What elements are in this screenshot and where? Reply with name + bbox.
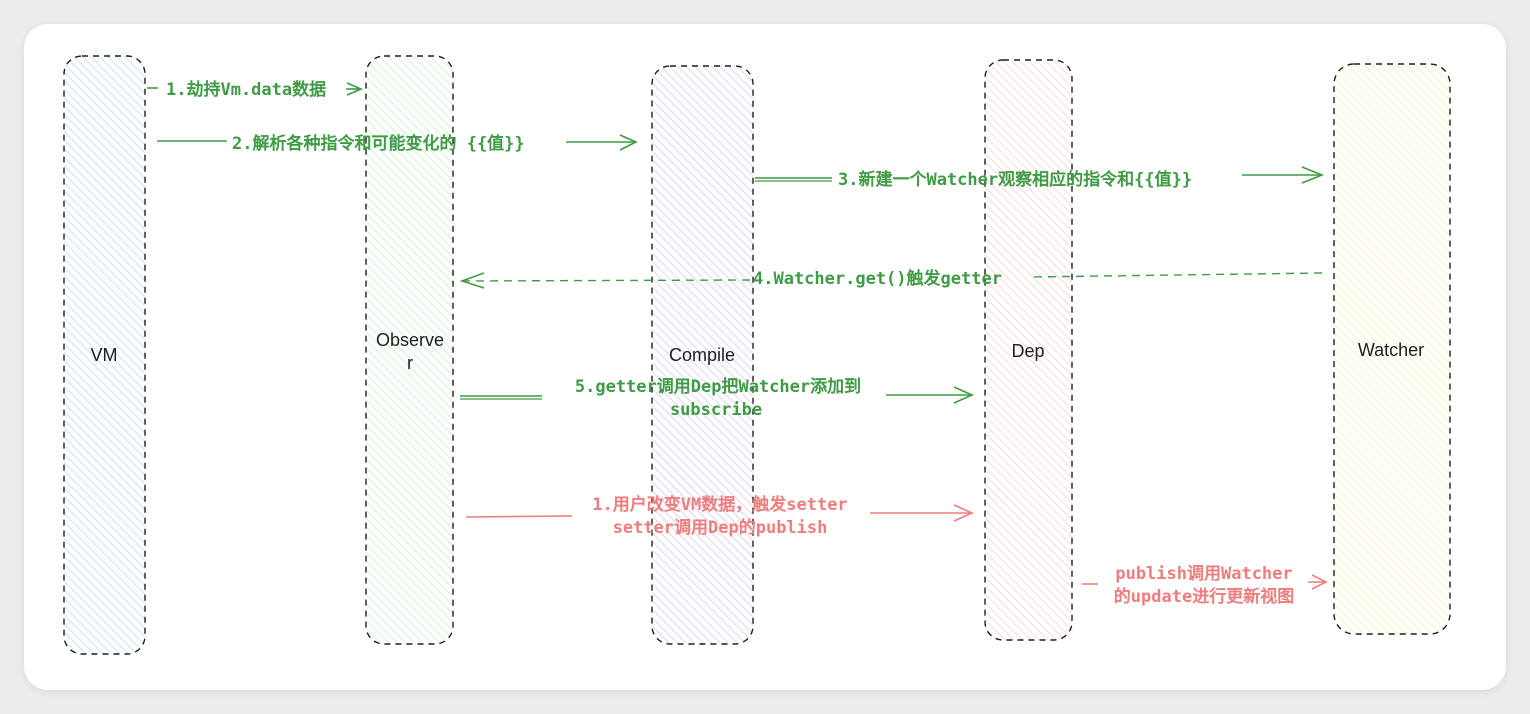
message-3-arrow: 3.新建一个Watcher观察相应的指令和{{值}}	[755, 166, 1325, 190]
message-5-label-line2: subscribe	[670, 400, 762, 420]
message-5-label-line1: 5.getter调用Dep把Watcher添加到	[575, 376, 861, 397]
canvas-card	[24, 24, 1506, 690]
observer-label-line1: Observe	[376, 330, 444, 350]
update-message-2-label-line2: 的update进行更新视图	[1114, 586, 1294, 607]
message-5-arrow: 5.getter调用Dep把Watcher添加到 subscribe	[460, 376, 974, 420]
compile-label: Compile	[669, 345, 735, 365]
watcher-node: Watcher	[1333, 63, 1451, 635]
observer-node: Observe r	[365, 55, 454, 645]
watcher-label: Watcher	[1358, 340, 1424, 360]
message-1-label: 1.劫持Vm.data数据	[166, 79, 326, 100]
observer-label-line2: r	[407, 353, 413, 373]
message-3-label: 3.新建一个Watcher观察相应的指令和{{值}}	[838, 169, 1192, 190]
update-message-2-label-line1: publish调用Watcher	[1115, 564, 1292, 584]
update-message-1-label-line1: 1.用户改变VM数据，触发setter	[592, 494, 847, 515]
update-message-1-label-line2: setter调用Dep的publish	[613, 517, 828, 538]
message-1-arrow: 1.劫持Vm.data数据	[147, 79, 364, 100]
dep-label: Dep	[1011, 341, 1044, 361]
compile-node: Compile	[651, 65, 754, 645]
message-4-arrow: 4.Watcher.get()触发getter	[459, 268, 1323, 289]
message-4-label: 4.Watcher.get()触发getter	[753, 268, 1002, 289]
dep-node: Dep	[984, 59, 1073, 641]
update-message-1-arrow: 1.用户改变VM数据，触发setter setter调用Dep的publish	[465, 494, 974, 538]
message-2-arrow: 2.解析各种指令和可能变化的 {{值}}	[157, 133, 638, 154]
message-2-label: 2.解析各种指令和可能变化的 {{值}}	[232, 133, 525, 154]
vm-label: VM	[91, 345, 118, 365]
update-message-2-arrow: publish调用Watcher 的update进行更新视图	[1082, 564, 1328, 607]
vm-node: VM	[63, 55, 146, 655]
